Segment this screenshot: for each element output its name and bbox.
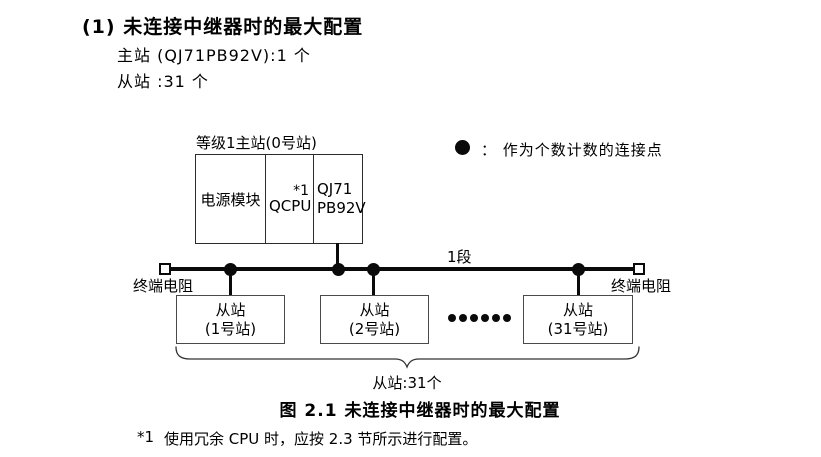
- master-count-line: 主站 (QJ71PB92V):1 个: [117, 46, 311, 65]
- slave-box-line1: 从站: [359, 300, 390, 319]
- network-module-line1: QJ71: [317, 180, 353, 198]
- master-drop-line: [336, 243, 339, 269]
- legend-text: ： 作为个数计数的连接点: [481, 141, 663, 159]
- terminator-square-right-icon: [633, 263, 645, 275]
- cpu-label: QCPU: [269, 196, 312, 215]
- bus-line: [165, 267, 640, 271]
- master-station-label: 等级1主站(0号站): [196, 134, 317, 152]
- connection-dot-icon: [332, 263, 345, 276]
- slave-total-label: 从站:31个: [372, 374, 442, 392]
- ellipsis-dots-icon: [448, 314, 511, 322]
- footnote-text: 使用冗余 CPU 时，应按 2.3 节所示进行配置。: [164, 430, 478, 448]
- slave-box-line2: (1号站): [204, 319, 257, 338]
- terminator-square-left-icon: [159, 263, 171, 275]
- connection-point-icon: [455, 140, 470, 155]
- segment-label: 1段: [447, 248, 472, 266]
- master-station-box: 电源模块 *1 QCPU QJ71 PB92V: [195, 154, 366, 244]
- terminator-label-right: 终端电阻: [611, 277, 672, 295]
- slave2-drop-line: [372, 269, 375, 296]
- network-module-cell: QJ71 PB92V: [314, 155, 366, 243]
- slave-count-line: 从站 :31 个: [117, 72, 209, 91]
- figure-caption: 图 2.1 未连接中继器时的最大配置: [279, 401, 561, 421]
- slave-box-line1: 从站: [215, 300, 246, 319]
- cpu-cell: *1 QCPU: [266, 155, 314, 243]
- slave-box-line2: (31号站): [547, 319, 609, 338]
- power-module-cell: 电源模块: [196, 155, 266, 243]
- slave31-drop-line: [577, 269, 580, 296]
- slave-station-box-31: 从站 (31号站): [523, 295, 633, 344]
- slave-station-box-1: 从站 (1号站): [176, 295, 285, 344]
- network-module-line2: PB92V: [317, 199, 366, 217]
- underbrace: [175, 346, 640, 369]
- slave1-drop-line: [229, 269, 232, 296]
- slave-box-line2: (2号站): [348, 319, 401, 338]
- section-heading: (1) 未连接中继器时的最大配置: [82, 16, 364, 38]
- slave-station-box-2: 从站 (2号站): [320, 295, 429, 344]
- slave-box-line1: 从站: [562, 300, 593, 319]
- terminator-label-left: 终端电阻: [133, 277, 194, 295]
- cpu-footnote-ref: *1: [293, 182, 309, 199]
- footnote-marker: *1: [137, 428, 155, 446]
